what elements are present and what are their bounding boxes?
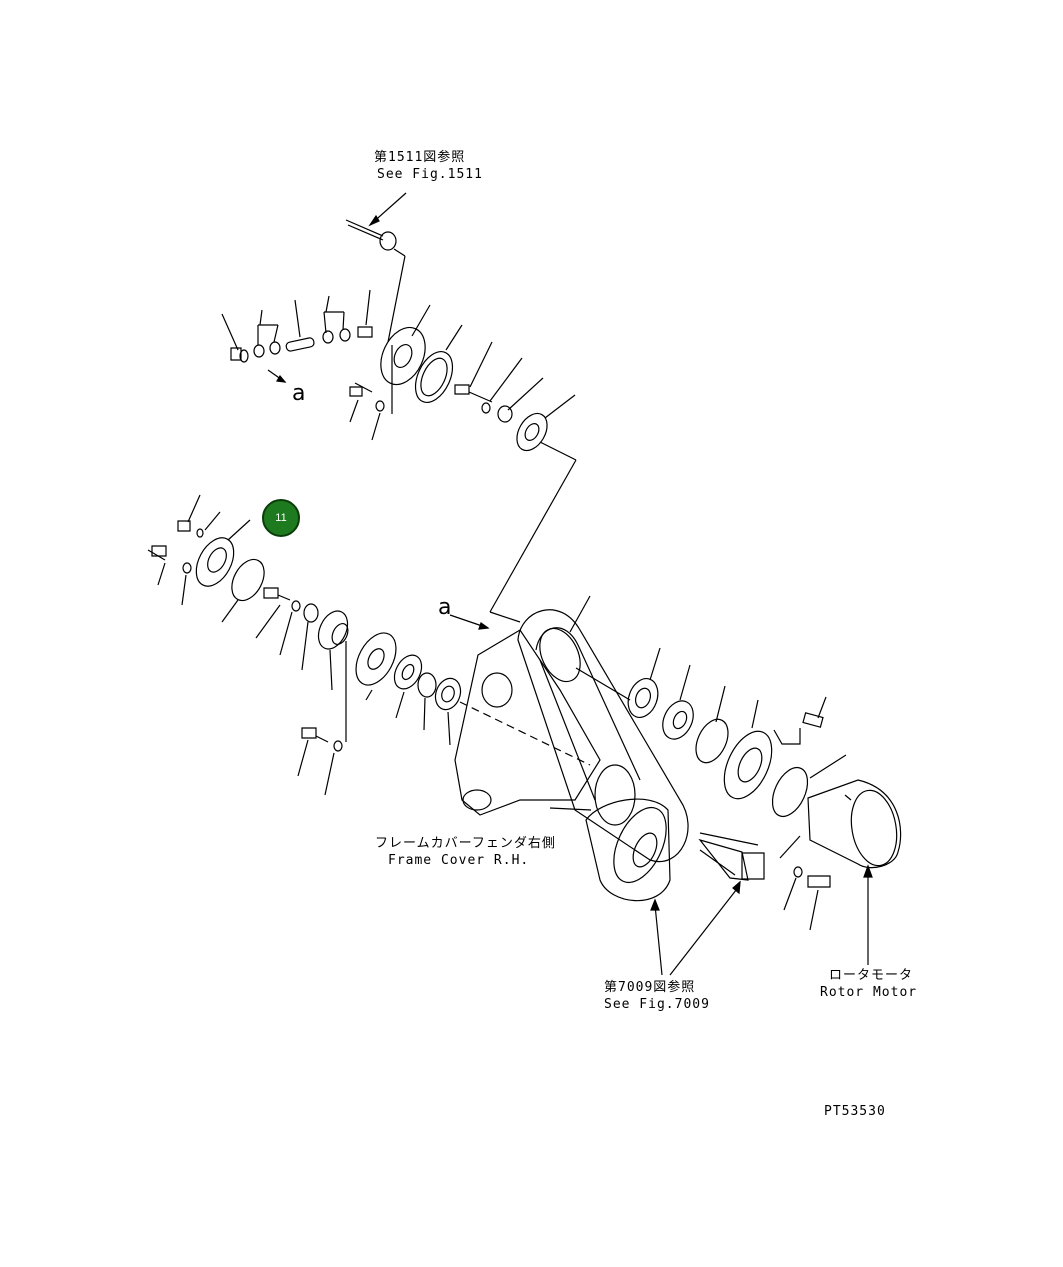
top-flange-cover: [350, 305, 462, 440]
label-leaders: [651, 866, 872, 975]
rotor-motor: [700, 780, 902, 930]
top-pipe-assembly: [346, 193, 406, 342]
rotor-motor-label-en: Rotor Motor: [820, 985, 918, 1000]
fig7009-ref-en: See Fig.7009: [604, 997, 710, 1012]
right-drive-group: [576, 648, 846, 822]
chain-case: [518, 596, 688, 901]
fig1511-ref-en: See Fig.1511: [377, 167, 483, 182]
part-callout-11[interactable]: 11: [262, 499, 300, 537]
rotor-motor-label-jp: ロータモータ: [829, 968, 914, 983]
fig7009-ref-jp: 第7009図参照: [604, 980, 696, 995]
center-left-flange-group: [298, 626, 465, 795]
view-letter-a-top: a: [292, 381, 306, 406]
fig1511-ref-jp: 第1511図参照: [374, 150, 466, 165]
frame-cover-label-jp: フレームカバーフェンダ右側: [375, 836, 556, 851]
view-letter-a-mid: a: [438, 595, 452, 620]
left-bearing-group: [148, 495, 353, 690]
drawing-number: PT53530: [824, 1104, 886, 1119]
top-fittings-row: [222, 290, 372, 382]
top-sprocket-group: [300, 342, 576, 622]
frame-cover-label-en: Frame Cover R.H.: [388, 853, 530, 868]
